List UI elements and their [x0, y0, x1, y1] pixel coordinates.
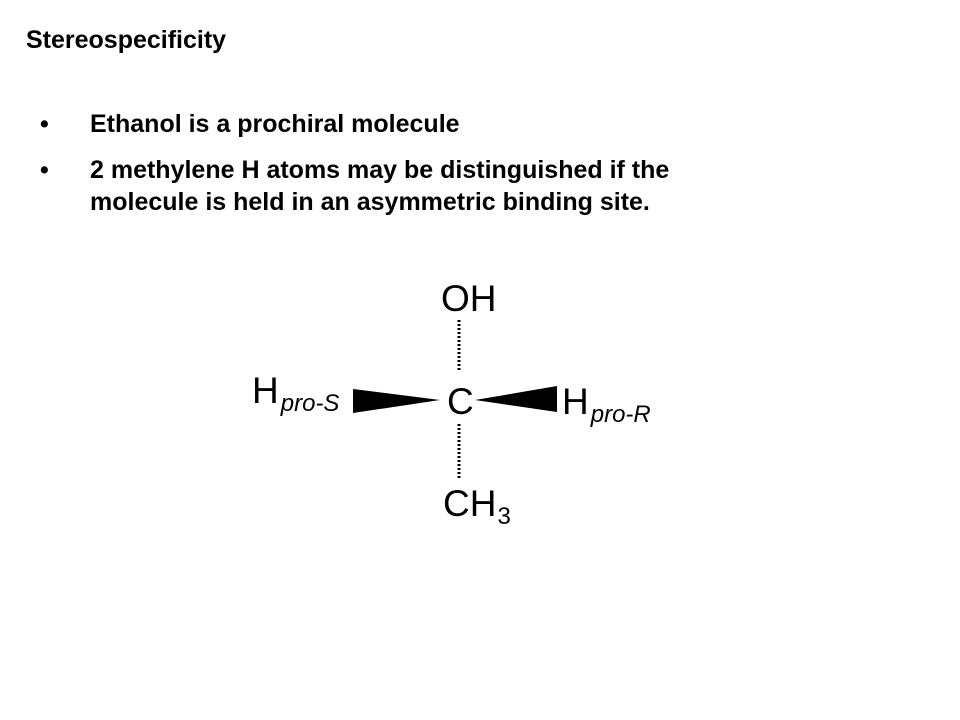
- methyl-group-label: CH3: [443, 483, 511, 530]
- bullet-text-line-2: molecule is held in an asymmetric bindin…: [90, 188, 650, 216]
- bullet-marker: •: [40, 110, 49, 138]
- hydroxyl-group-label: OH: [441, 278, 497, 319]
- pro-r-descriptor: pro-R: [590, 401, 651, 428]
- wedge-bond-left: [353, 389, 440, 413]
- hydrogen-pro-s-label: Hpro-S: [252, 370, 340, 417]
- slide-title: Stereospecificity: [26, 26, 227, 54]
- carbon-atom-label: C: [447, 381, 474, 422]
- bullet-item: • 2 methylene H atoms may be distinguish…: [40, 154, 920, 218]
- wedge-bond-right: [475, 386, 557, 412]
- hydrogen-pro-r-label: Hpro-R: [562, 381, 651, 428]
- bullet-item: • Ethanol is a prochiral molecule: [40, 108, 920, 140]
- pro-s-descriptor: pro-S: [280, 390, 340, 417]
- bullet-text: Ethanol is a prochiral molecule: [90, 110, 460, 138]
- bullet-marker: •: [40, 156, 49, 184]
- methyl-subscript: 3: [497, 503, 511, 530]
- bullet-list: • Ethanol is a prochiral molecule • 2 me…: [40, 108, 920, 232]
- bullet-text-line-1: 2 methylene H atoms may be distinguished…: [90, 156, 670, 184]
